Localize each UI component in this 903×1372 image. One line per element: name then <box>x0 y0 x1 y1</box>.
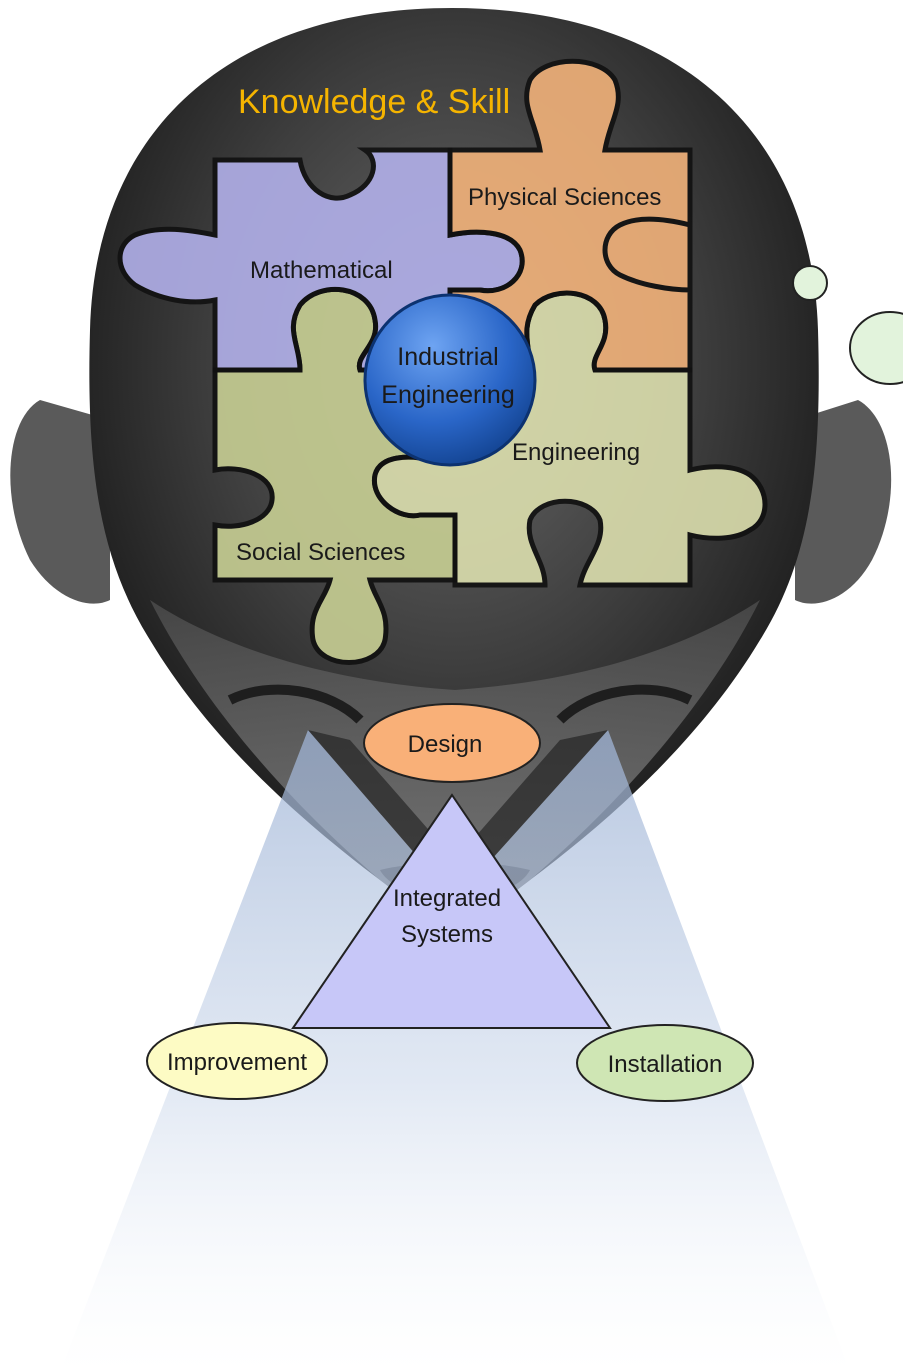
puzzle-piece-physical <box>447 58 693 373</box>
social-sciences-label: Social Sciences <box>236 539 405 566</box>
mathematical-label: Mathematical <box>250 257 393 284</box>
improvement-label: Improvement <box>167 1049 307 1076</box>
improvement-node <box>146 1022 328 1100</box>
diagram-title: Knowledge & Skill <box>238 83 510 121</box>
vision-beam <box>60 730 850 1372</box>
triangle-label-line2: Systems <box>401 921 493 948</box>
thought-bubble-small <box>792 265 828 301</box>
thought-bubble-large <box>849 311 903 385</box>
physical-sciences-label: Physical Sciences <box>468 184 661 211</box>
installation-label: Installation <box>608 1051 723 1078</box>
design-node <box>363 703 541 783</box>
center-label-line2: Engineering <box>381 381 514 409</box>
triangle-label-line1: Integrated <box>393 885 501 912</box>
installation-node <box>576 1024 754 1102</box>
engineering-label: Engineering <box>512 439 640 466</box>
industrial-engineering-sphere <box>363 293 537 467</box>
design-label: Design <box>408 731 483 758</box>
integrated-systems-triangle <box>291 793 612 1029</box>
center-label-line1: Industrial <box>397 343 498 371</box>
